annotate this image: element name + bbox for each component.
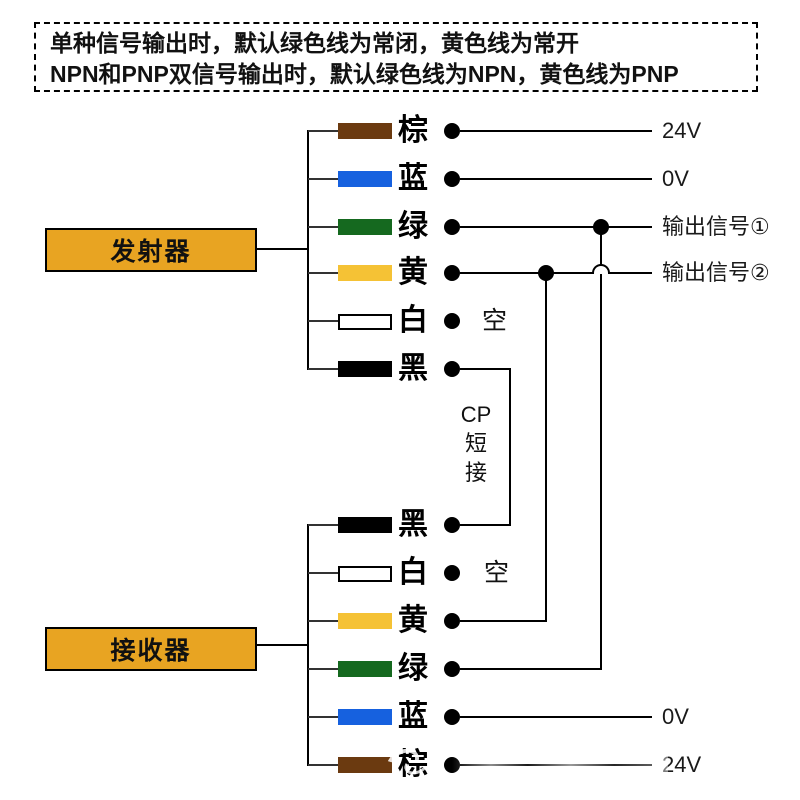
wire-name-yellow: 黄	[398, 256, 428, 289]
wire-line-black-top	[460, 368, 511, 370]
terminal-0v-bottom: 0V	[662, 704, 689, 729]
branch-stub	[308, 620, 338, 622]
wire-swatch-brown	[338, 123, 392, 139]
terminal-dot	[444, 709, 460, 725]
cp-note-line-2: 短	[464, 431, 487, 456]
terminal-dot	[444, 613, 460, 629]
terminal-dot	[444, 661, 460, 677]
wire-line-green-bottom	[460, 668, 602, 670]
wire-name-brown: 棕	[398, 114, 428, 147]
emitter-label: 发射器	[110, 238, 192, 266]
wire-swatch-black	[338, 361, 392, 377]
terminal-dot	[444, 219, 460, 235]
terminal-dot	[444, 171, 460, 187]
cp-note-line-3: 接	[464, 460, 487, 485]
emitter-connector-line	[255, 248, 308, 250]
wire-line-output1	[460, 226, 652, 228]
terminal-output1: 输出信号①	[662, 214, 770, 239]
wire-line-24v-top	[460, 130, 652, 132]
wire-swatch-green	[338, 219, 392, 235]
branch-stub	[308, 368, 338, 370]
wire-swatch-blue	[338, 709, 392, 725]
terminal-dot	[444, 361, 460, 377]
wire-swatch-green	[338, 661, 392, 677]
wire-swatch-yellow	[338, 265, 392, 281]
wire-name-white: 白	[398, 556, 428, 589]
wire-name-green: 绿	[398, 210, 428, 243]
branch-stub	[308, 668, 338, 670]
empty-label-bottom: 空	[484, 559, 510, 587]
wire-name-black: 黑	[398, 508, 428, 541]
branch-stub	[308, 226, 338, 228]
wire-name-white: 白	[398, 304, 428, 337]
yellow-vertical	[545, 273, 547, 622]
green-vertical-lower	[600, 274, 602, 670]
branch-stub	[308, 272, 338, 274]
branch-stub	[308, 178, 338, 180]
wire-line-output2-right	[609, 272, 652, 274]
branch-stub	[308, 130, 338, 132]
wire-line-0v-bottom	[460, 716, 652, 718]
receiver-connector-line	[255, 644, 308, 646]
terminal-dot	[444, 313, 460, 329]
branch-stub	[308, 524, 338, 526]
emitter-box: 发射器	[45, 228, 257, 272]
receiver-box: 接收器	[45, 627, 257, 671]
empty-label-top: 空	[482, 307, 508, 335]
wire-name-black: 黑	[398, 352, 428, 385]
wire-line-output2-left	[460, 272, 593, 274]
wire-name-blue: 蓝	[398, 162, 428, 195]
wire-swatch-brown	[338, 757, 392, 773]
wire-swatch-white	[338, 566, 392, 582]
terminal-dot	[444, 517, 460, 533]
terminal-output2: 输出信号②	[662, 260, 770, 285]
cp-short-vertical	[509, 368, 511, 526]
terminal-dot	[444, 123, 460, 139]
wire-swatch-white	[338, 314, 392, 330]
receiver-bus-line	[307, 524, 309, 766]
wire-hop	[592, 264, 610, 274]
branch-stub	[308, 320, 338, 322]
receiver-label: 接收器	[110, 637, 192, 665]
wire-line-black-bottom	[460, 524, 511, 526]
cp-short-note: CP 短 接	[456, 400, 496, 487]
wire-line-0v-top	[460, 178, 652, 180]
terminal-dot	[444, 565, 460, 581]
wire-name-blue: 蓝	[398, 700, 428, 733]
note-box: 单种信号输出时，默认绿色线为常闭，黄色线为常开 NPN和PNP双信号输出时，默认…	[34, 22, 758, 92]
terminal-24v-top: 24V	[662, 118, 702, 143]
wire-swatch-blue	[338, 171, 392, 187]
branch-stub	[308, 572, 338, 574]
wire-swatch-yellow	[338, 613, 392, 629]
watermark-fade	[452, 754, 668, 776]
terminal-0v-top: 0V	[662, 166, 689, 191]
wire-line-yellow-bottom	[460, 620, 547, 622]
wire-name-green: 绿	[398, 652, 428, 685]
branch-stub	[308, 716, 338, 718]
wire-name-yellow: 黄	[398, 604, 428, 637]
note-line-1: 单种信号输出时，默认绿色线为常闭，黄色线为常开	[50, 30, 579, 56]
terminal-24v-bottom: 24V	[662, 752, 702, 777]
wire-name-brown: 棕	[398, 748, 428, 781]
cp-note-line-1: CP	[460, 402, 492, 427]
wire-swatch-black	[338, 517, 392, 533]
green-vertical-upper	[600, 227, 602, 265]
terminal-dot	[444, 265, 460, 281]
branch-stub	[308, 764, 338, 766]
note-line-2: NPN和PNP双信号输出时，默认绿色线为NPN，黄色线为PNP	[50, 61, 679, 87]
emitter-bus-line	[307, 130, 309, 370]
